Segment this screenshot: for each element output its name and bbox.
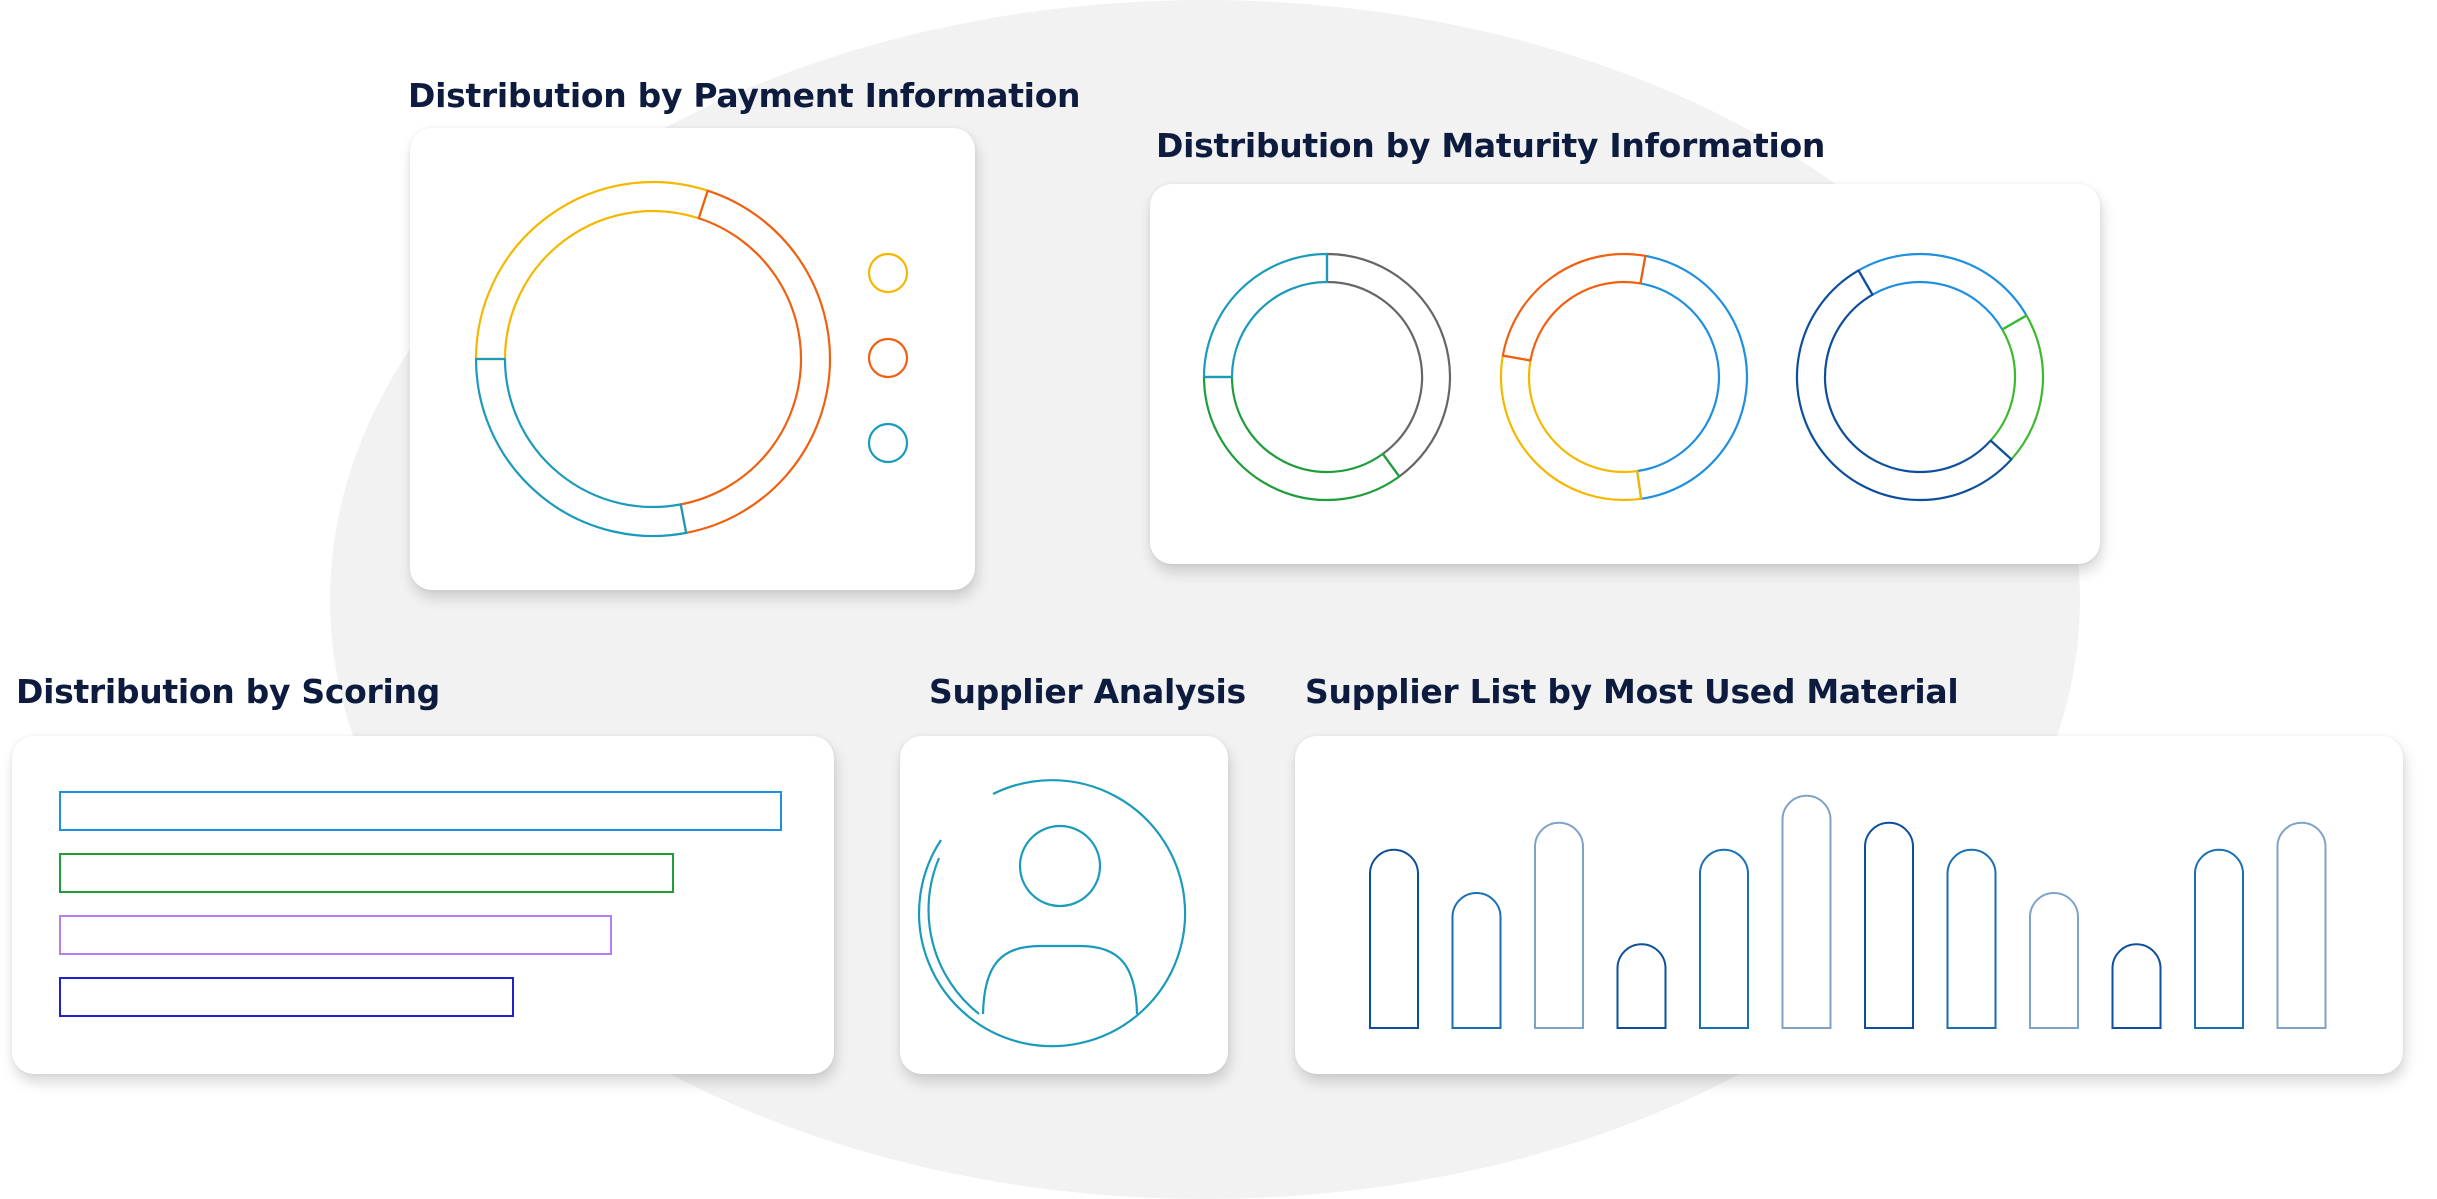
material-bar-10[interactable] — [2111, 943, 2162, 1029]
maturity-donut-1-slice-3[interactable] — [1202, 252, 1329, 379]
maturity-donut-1-slice-2[interactable] — [1202, 375, 1401, 502]
scoring-bar-chart — [12, 736, 834, 1074]
supplier-list-title: Supplier List by Most Used Material — [1305, 672, 1959, 711]
material-bar-5[interactable] — [1699, 848, 1749, 1029]
material-bar-9[interactable] — [2029, 892, 2079, 1029]
scoring-bar-3[interactable] — [59, 915, 613, 955]
maturity-donut-2-slice-3[interactable] — [1501, 252, 1647, 362]
material-bar-7[interactable] — [1864, 821, 1914, 1029]
material-bar-2[interactable] — [1451, 892, 1502, 1029]
scoring-distribution-card[interactable] — [12, 736, 834, 1074]
payment-distribution-card[interactable] — [410, 128, 975, 590]
material-bar-11[interactable] — [2194, 848, 2244, 1029]
maturity-donut-3-slice-2[interactable] — [1989, 314, 2045, 461]
maturity-donut-3-slice-3[interactable] — [1795, 269, 2013, 502]
maturity-donut-1-slice-1[interactable] — [1325, 252, 1452, 478]
material-bar-3[interactable] — [1534, 821, 1584, 1029]
maturity-donut-3-slice-1[interactable] — [1857, 252, 2028, 331]
supplier-analysis-title: Supplier Analysis — [929, 672, 1246, 711]
maturity-donut-2-slice-1[interactable] — [1636, 254, 1749, 500]
payment-donut-chart — [474, 180, 909, 538]
material-bar-12[interactable] — [2276, 821, 2327, 1029]
payment-distribution-title: Distribution by Payment Information — [408, 76, 1081, 115]
payment-legend-marker-2[interactable] — [867, 337, 909, 379]
material-bar-1[interactable] — [1369, 848, 1419, 1029]
maturity-donut-2-slice-2[interactable] — [1499, 354, 1643, 502]
scoring-bar-4[interactable] — [59, 977, 515, 1017]
payment-legend-marker-3[interactable] — [867, 422, 909, 464]
material-bar-chart — [1369, 794, 2327, 1029]
scoring-distribution-title: Distribution by Scoring — [16, 672, 440, 711]
payment-legend-marker-1[interactable] — [867, 252, 909, 294]
payment-donut-slice-3[interactable] — [474, 357, 688, 538]
maturity-distribution-title: Distribution by Maturity Information — [1156, 126, 1826, 165]
material-bar-6[interactable] — [1781, 794, 1832, 1029]
supplier-list-card[interactable] — [1295, 736, 2403, 1074]
scoring-bar-2[interactable] — [59, 853, 674, 893]
scoring-bar-1[interactable] — [59, 791, 782, 831]
supplier-analysis-card[interactable] — [900, 736, 1228, 1074]
payment-donut-slice-1[interactable] — [474, 180, 709, 361]
user-avatar-icon — [917, 779, 1187, 1048]
material-bar-8[interactable] — [1946, 848, 1997, 1029]
payment-donut-slice-2[interactable] — [679, 189, 832, 534]
maturity-donut-charts — [1202, 252, 2045, 502]
material-bar-4[interactable] — [1616, 943, 1667, 1029]
maturity-distribution-card[interactable] — [1150, 184, 2100, 564]
